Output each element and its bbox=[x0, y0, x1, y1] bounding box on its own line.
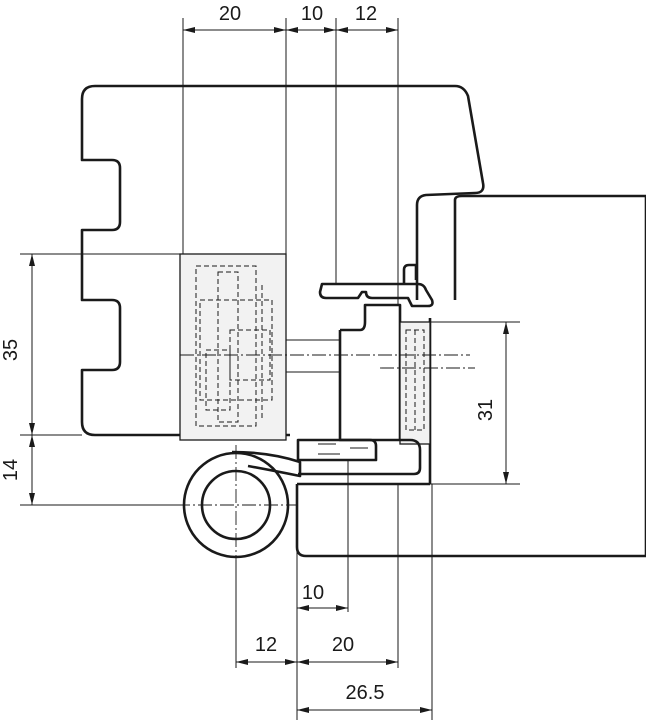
frame-rebate-line bbox=[453, 194, 646, 300]
upper-seal-clip bbox=[402, 263, 418, 284]
dim-bottom-26-5 bbox=[297, 707, 432, 713]
dim-label-bottom-12: 12 bbox=[255, 634, 277, 656]
dim-label-bottom-20: 20 bbox=[332, 634, 354, 656]
hinge-arm bbox=[286, 339, 341, 373]
hinge-knuckle-bridge bbox=[231, 450, 302, 478]
frame-profile-outline bbox=[80, 84, 485, 437]
dim-label-top-12: 12 bbox=[355, 3, 377, 25]
lower-seal-detail bbox=[318, 443, 368, 455]
dim-label-top-10: 10 bbox=[301, 3, 323, 25]
dim-label-bottom-10: 10 bbox=[302, 582, 324, 604]
dim-right-column bbox=[503, 322, 509, 484]
dim-label-bottom-26-5: 26.5 bbox=[346, 682, 385, 704]
lower-seal-profile bbox=[296, 438, 378, 462]
hinge-arm-link bbox=[338, 303, 402, 442]
dim-left-column bbox=[29, 254, 35, 505]
dim-label-top-20: 20 bbox=[219, 3, 241, 25]
dim-label-right-31: 31 bbox=[475, 399, 497, 421]
door-leaf-outline bbox=[295, 196, 646, 558]
dim-top-row bbox=[183, 27, 398, 33]
frame-hinge-body bbox=[179, 253, 287, 441]
door-cover-plate bbox=[298, 438, 422, 476]
dim-bottom-12-20 bbox=[236, 659, 398, 665]
dim-label-left-14: 14 bbox=[0, 459, 22, 481]
door-hinge-hidden-parts bbox=[405, 329, 425, 431]
upper-seal-profile bbox=[318, 282, 434, 308]
frame-hinge-hidden-parts bbox=[195, 265, 273, 427]
dim-bottom-10 bbox=[297, 605, 348, 611]
dim-label-left-35: 35 bbox=[0, 339, 22, 361]
extension-lines bbox=[20, 18, 520, 720]
